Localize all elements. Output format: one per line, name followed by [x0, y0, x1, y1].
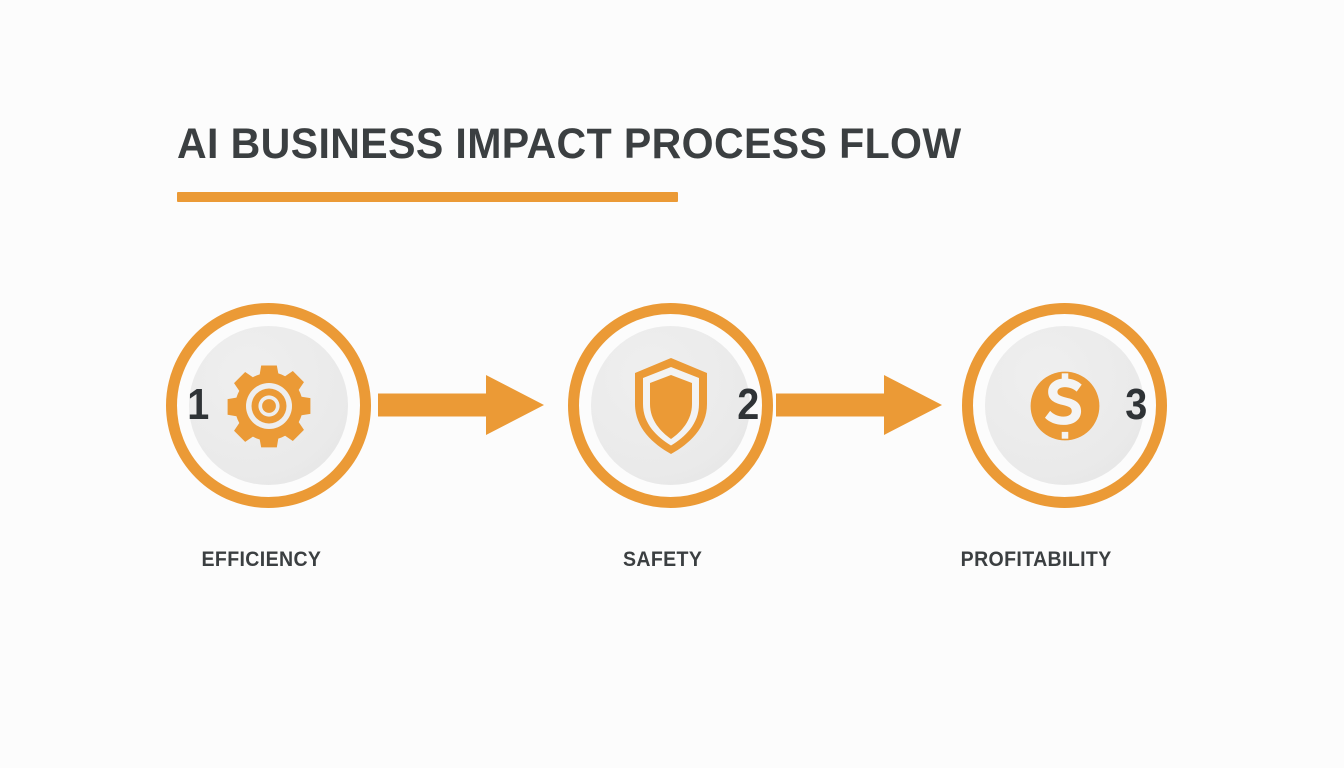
- process-step-1[interactable]: [166, 303, 371, 508]
- process-step-3[interactable]: [962, 303, 1167, 508]
- gear-icon: [166, 303, 371, 508]
- process-step-2[interactable]: [568, 303, 773, 508]
- page-title: AI BUSINESS IMPACT PROCESS FLOW: [177, 120, 962, 168]
- arrow-right-icon: [378, 373, 544, 437]
- shield-icon: [568, 303, 773, 508]
- step-2-number: 2: [737, 380, 760, 429]
- step-2-label: SAFETY: [622, 548, 703, 571]
- step-1-number: 1: [187, 380, 210, 429]
- step-3-label: PROFITABILITY: [960, 548, 1112, 571]
- step-1-ring: [166, 303, 371, 508]
- dollar-coin-icon: [962, 303, 1167, 508]
- title-underline-bar: [177, 192, 678, 202]
- step-3-ring: [962, 303, 1167, 508]
- arrow-right-icon: [776, 373, 942, 437]
- step-3-number: 3: [1125, 380, 1148, 429]
- step-2-ring: [568, 303, 773, 508]
- step-1-label: EFFICIENCY: [201, 548, 322, 571]
- header: AI BUSINESS IMPACT PROCESS FLOW: [177, 120, 1177, 202]
